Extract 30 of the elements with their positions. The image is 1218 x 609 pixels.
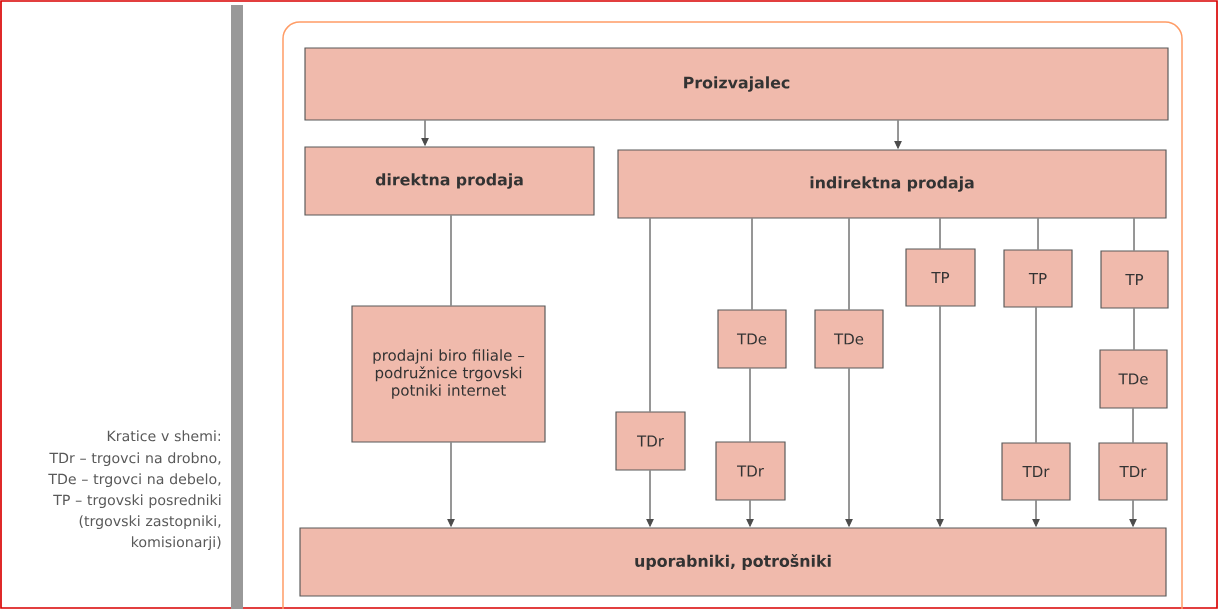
connector-line — [649, 218, 651, 412]
connector-line — [450, 215, 452, 306]
intermediary-box: TDr — [715, 441, 786, 501]
intermediary-box: TDr — [1098, 442, 1168, 501]
connector-line — [1132, 408, 1134, 443]
process-box: indirektna prodaja — [617, 149, 1167, 219]
intermediary-box: TDe — [717, 309, 787, 369]
intermediary-box: TP — [1100, 250, 1169, 309]
connector-line — [939, 218, 941, 249]
legend-note: TDr – trgovci na drobno, — [49, 452, 221, 467]
connector-line — [751, 218, 753, 310]
connector-line — [749, 368, 751, 442]
intermediary-box: TP — [1003, 249, 1073, 308]
intermediary-box: TDe — [1099, 349, 1168, 409]
connector-line — [848, 218, 850, 310]
consumer-box: uporabniki, potrošniki — [299, 527, 1167, 597]
connector-line — [1037, 218, 1039, 250]
intermediary-box: TDe — [814, 309, 884, 369]
connector-line — [1035, 307, 1037, 443]
channel-box: prodajni biro filiale – podružnice trgovski potniki internet — [351, 305, 546, 443]
intermediary-box: TDr — [615, 411, 686, 471]
producer-box: Proizvajalec — [304, 47, 1169, 121]
legend-note: TDe – trgovci na debelo, — [48, 473, 221, 488]
legend-note: Kratice v shemi: — [107, 430, 220, 442]
process-box: direktna prodaja — [304, 146, 595, 216]
connector-line — [1133, 308, 1135, 350]
connector-line — [1133, 218, 1135, 251]
intermediary-box: TDr — [1001, 442, 1071, 501]
legend-note: TP – trgovski posredniki (trgovski zastopniki, komisionarji) — [53, 494, 221, 551]
intermediary-box: TP — [905, 248, 976, 307]
